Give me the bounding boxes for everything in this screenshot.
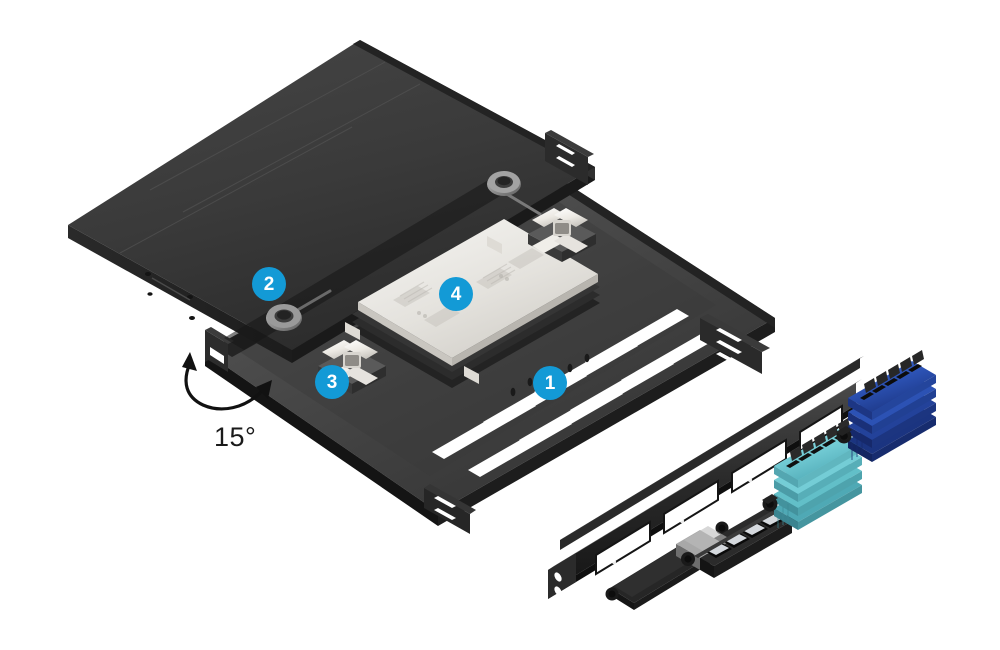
lid-mounting-flange	[545, 130, 594, 185]
callout-4-splice-tray[interactable]: 4	[439, 277, 473, 311]
adapter-panel-rail	[548, 356, 864, 599]
callout-1-label: 1	[544, 372, 556, 394]
lid-front-lip	[145, 272, 195, 320]
rack-mount-ear-right	[700, 314, 770, 374]
callout-2-label: 2	[263, 273, 275, 295]
splice-tray-latches	[345, 236, 502, 384]
callout-2-cable-grommet[interactable]: 2	[252, 267, 286, 301]
tray-vent-slots	[432, 309, 725, 477]
callout-3-spool-clip[interactable]: 3	[315, 365, 349, 399]
splice-tray-stack	[345, 219, 600, 388]
spool-clip-rear	[528, 208, 596, 262]
callout-1-chassis-tray[interactable]: 1	[533, 366, 567, 400]
arc-arrowhead-lower	[256, 380, 272, 399]
rack-mount-ear-left	[205, 327, 234, 372]
callout-3-label: 3	[326, 371, 338, 393]
cable-grommet-rear	[487, 171, 521, 196]
lc-adapter-module-sm	[836, 350, 936, 462]
rack-mount-ear-front	[424, 484, 476, 534]
arc-arrowhead-upper	[182, 352, 197, 371]
lid-swing-arc-arrow	[184, 361, 265, 411]
lc-adapter-module-om	[762, 418, 862, 530]
callout-4-label: 4	[450, 283, 462, 305]
cable-grommet-front	[266, 304, 302, 331]
